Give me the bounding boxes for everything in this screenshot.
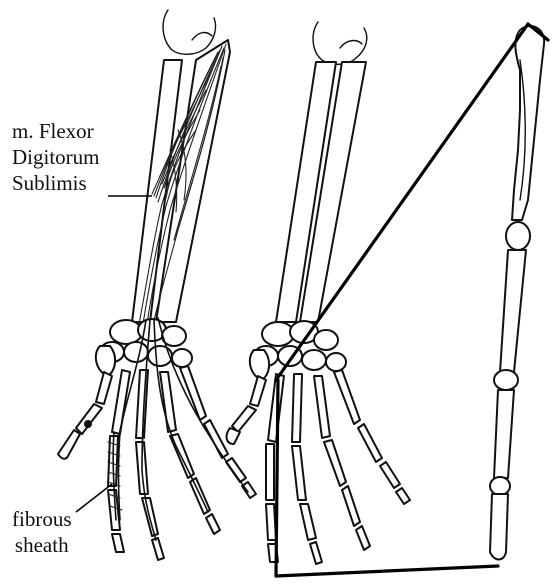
muscle-label-line-2: Digitorum — [12, 144, 100, 170]
sheath-leader-line — [76, 484, 112, 512]
right-forearm — [276, 22, 367, 322]
side-view-arm — [490, 26, 544, 560]
lever-baseline — [276, 566, 498, 576]
left-elbow-outline — [163, 10, 216, 54]
side-metacarpal — [500, 250, 526, 372]
side-phalanx-1 — [494, 390, 514, 478]
side-wrist — [506, 222, 530, 250]
muscle-label: m. Flexor Digitorum Sublimis — [12, 118, 100, 196]
right-elbow-detail — [340, 41, 362, 48]
muscle-label-line-3: Sublimis — [12, 170, 100, 196]
muscle-label-line-1: m. Flexor — [12, 118, 100, 144]
left-elbow-detail — [192, 33, 212, 40]
left-carpals — [96, 319, 192, 376]
side-forearm-bone — [512, 26, 544, 220]
lever-left-vertical — [276, 380, 278, 576]
side-phalanx-2 — [490, 494, 508, 560]
right-elbow-outline — [313, 22, 367, 64]
sheath-label-line-1: fibrous — [12, 506, 72, 532]
sheath-label-line-2: sheath — [12, 532, 72, 558]
left-fingers — [58, 366, 256, 560]
right-fingers — [227, 370, 410, 564]
sheath-label: fibrous sheath — [12, 506, 72, 558]
